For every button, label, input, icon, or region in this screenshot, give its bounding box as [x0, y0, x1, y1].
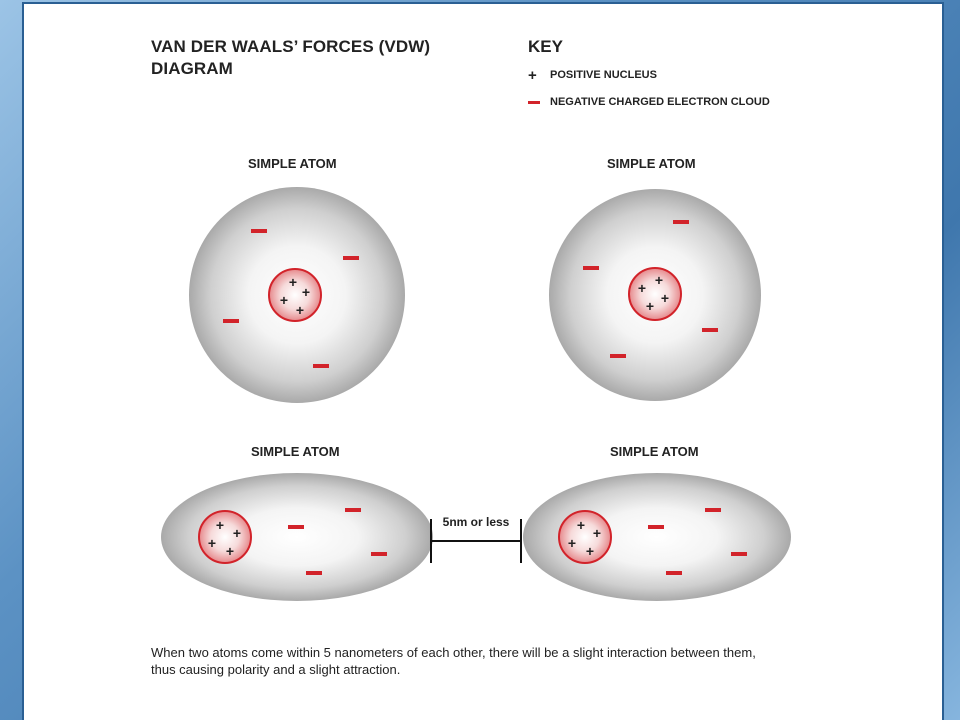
nucleus-charges: + + + + — [280, 274, 310, 318]
proton: + — [655, 272, 663, 288]
title-line-2: DIAGRAM — [151, 59, 233, 78]
distance-label: 5nm or less — [443, 515, 510, 529]
title-line-1: VAN DER WAALS’ FORCES (VDW) — [151, 37, 431, 56]
electrons — [583, 220, 718, 358]
electrons — [223, 229, 359, 368]
electron — [705, 508, 721, 512]
electron — [583, 266, 599, 270]
atom-label-bottom-left: SIMPLE ATOM — [251, 444, 340, 459]
proton: + — [216, 517, 224, 533]
key-label-positive: POSITIVE NUCLEUS — [550, 69, 657, 81]
nucleus-charges: + + + + — [208, 517, 241, 559]
electron-cloud — [523, 473, 791, 601]
electron — [702, 328, 718, 332]
atom-label-top-right: SIMPLE ATOM — [607, 156, 696, 171]
proton: + — [638, 280, 646, 296]
proton: + — [226, 543, 234, 559]
proton: + — [280, 292, 288, 308]
nucleus-charges: + + + + — [568, 517, 601, 559]
nucleus — [628, 267, 682, 321]
proton: + — [568, 535, 576, 551]
electron — [313, 364, 329, 368]
minus-icon — [528, 96, 550, 108]
proton: + — [586, 543, 594, 559]
proton: + — [593, 525, 601, 541]
proton: + — [646, 298, 654, 314]
atom-bottom-left: + + + + — [161, 473, 433, 601]
electron — [666, 571, 682, 575]
electrons — [288, 508, 387, 575]
electron — [251, 229, 267, 233]
proton: + — [208, 535, 216, 551]
atom-top-right: + + + + — [549, 189, 761, 401]
atom-top-left: + + + + — [189, 187, 405, 403]
proton: + — [577, 517, 585, 533]
distance-marker — [430, 519, 522, 563]
nucleus — [268, 268, 322, 322]
proton: + — [661, 290, 669, 306]
electron — [731, 552, 747, 556]
electron — [371, 552, 387, 556]
nucleus — [558, 510, 612, 564]
electron — [223, 319, 239, 323]
atom-bottom-right: + + + + — [523, 473, 791, 601]
proton: + — [296, 302, 304, 318]
key-item-positive: + POSITIVE NUCLEUS — [528, 66, 657, 84]
atom-label-top-left: SIMPLE ATOM — [248, 156, 337, 171]
proton: + — [233, 525, 241, 541]
electron — [648, 525, 664, 529]
electron — [610, 354, 626, 358]
nucleus-charges: + + + + — [638, 272, 669, 314]
diagram-title: VAN DER WAALS’ FORCES (VDW) DIAGRAM — [151, 36, 471, 80]
slide: VAN DER WAALS’ FORCES (VDW) DIAGRAM KEY … — [24, 4, 942, 720]
electron — [343, 256, 359, 260]
electron — [288, 525, 304, 529]
electron — [673, 220, 689, 224]
key-label-negative: NEGATIVE CHARGED ELECTRON CLOUD — [550, 96, 770, 108]
proton: + — [302, 284, 310, 300]
electron — [306, 571, 322, 575]
proton: + — [289, 274, 297, 290]
electron-cloud — [161, 473, 433, 601]
electrons — [648, 508, 747, 575]
key-item-negative: NEGATIVE CHARGED ELECTRON CLOUD — [528, 96, 770, 108]
plus-icon: + — [528, 66, 537, 84]
electron — [345, 508, 361, 512]
atom-label-bottom-right: SIMPLE ATOM — [610, 444, 699, 459]
nucleus — [198, 510, 252, 564]
key-title: KEY — [528, 37, 563, 56]
description-text: When two atoms come within 5 nanometers … — [151, 645, 756, 677]
